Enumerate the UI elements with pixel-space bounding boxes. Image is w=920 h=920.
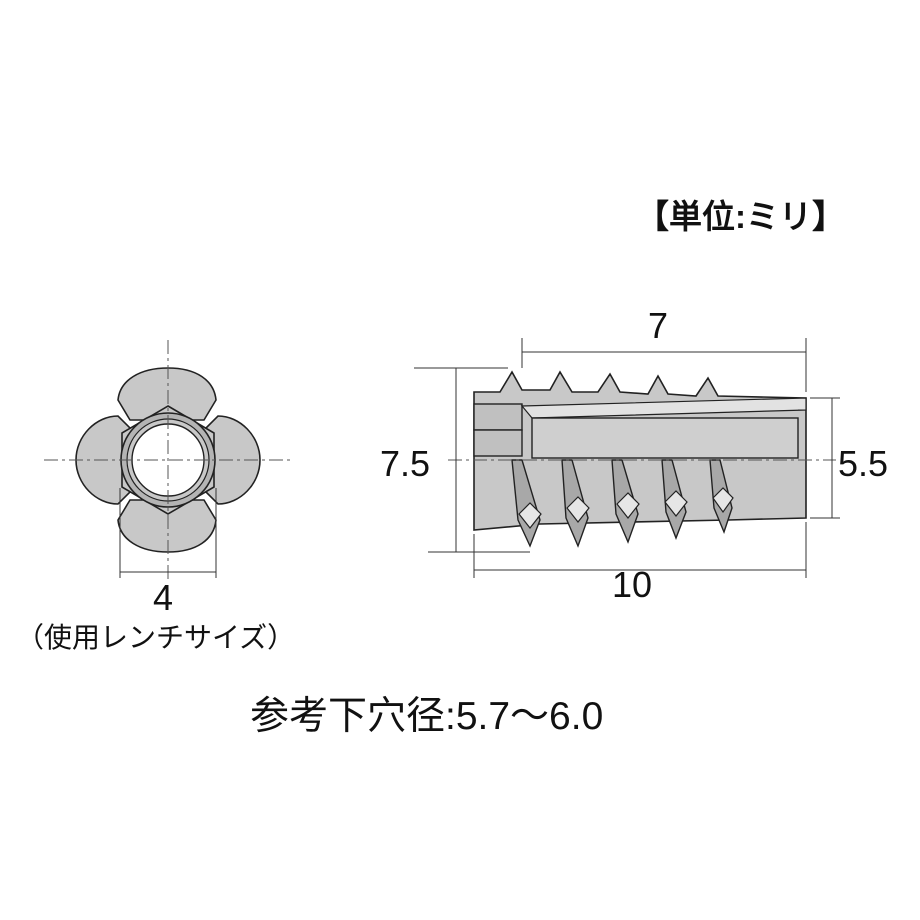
flange-diameter-dimension: 7.5: [380, 443, 431, 484]
side-view-dimension-lines: [414, 338, 840, 578]
thread-tooth: [712, 487, 734, 514]
thread-tooth: [664, 490, 688, 517]
body-diameter-dimension: 5.5: [838, 443, 889, 484]
hex-head-bottom: [473, 429, 523, 457]
total-length-dimension: 10: [612, 564, 653, 605]
hex-head-top: [473, 403, 523, 431]
end-view-centerlines: [44, 340, 292, 582]
end-view: [44, 340, 292, 582]
thread-tooth: [518, 502, 542, 529]
thread-tooth: [616, 492, 640, 519]
wrench-dimension-lines: [119, 488, 217, 578]
pilot-hole-diameter: 参考下穴径:5.7〜6.0: [250, 695, 604, 738]
unit-label: 【単位:ミリ】: [636, 198, 845, 235]
flat-face: [531, 417, 799, 459]
lobe-top: [117, 367, 217, 421]
wrench-size-dimension: 4: [153, 577, 174, 618]
thread-tooth: [566, 496, 590, 523]
thread-length-dimension: 7: [648, 305, 669, 346]
wrench-size-note: （使用レンチサイズ）: [16, 622, 296, 653]
thread-teeth: [518, 487, 734, 529]
side-view: [414, 338, 840, 578]
